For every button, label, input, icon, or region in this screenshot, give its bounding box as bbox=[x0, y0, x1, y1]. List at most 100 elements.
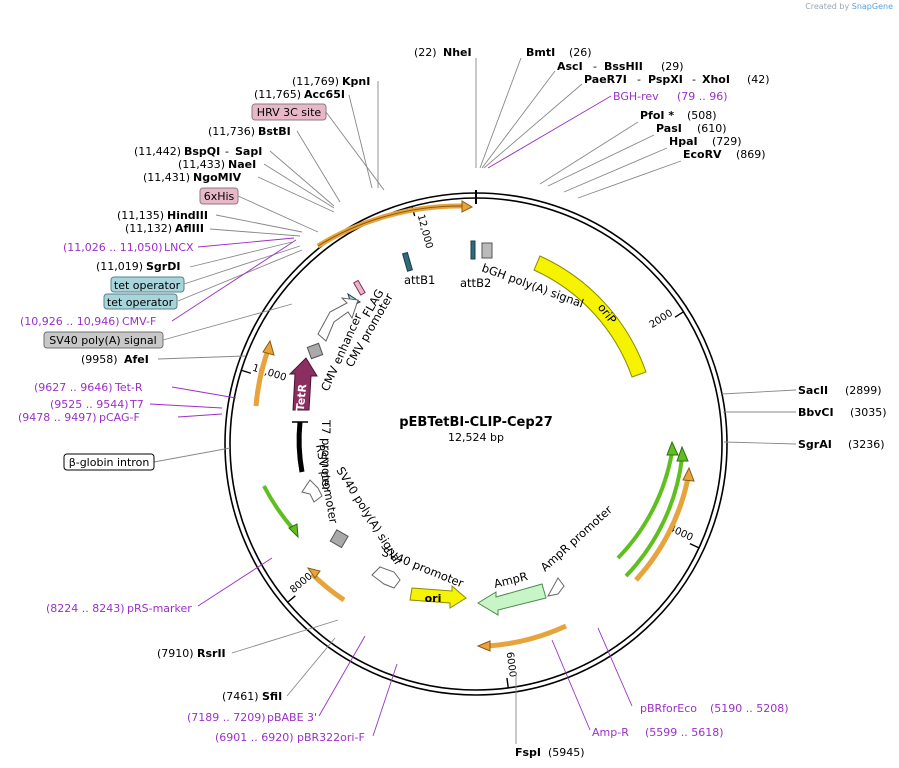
site-afliii[interactable]: AflIII bbox=[175, 222, 204, 235]
feature-ampr-promoter-label: AmpR promoter bbox=[538, 503, 615, 575]
site-naei[interactable]: NaeI bbox=[228, 158, 256, 171]
site-bspqi-sep: - bbox=[225, 145, 229, 158]
feature-attb1[interactable] bbox=[401, 251, 413, 272]
feature-attb2[interactable] bbox=[470, 240, 476, 260]
feature-green-right-2[interactable] bbox=[624, 457, 684, 578]
site-sfii-pos: (7461) bbox=[222, 690, 259, 703]
site-rsrii[interactable]: RsrII bbox=[197, 647, 226, 660]
sv40-polya-boxlabel: SV40 poly(A) signal bbox=[49, 334, 156, 347]
primer-cmv-f[interactable]: CMV-F bbox=[122, 315, 156, 328]
feature-his-mark[interactable] bbox=[353, 279, 366, 296]
feature-tetr[interactable] bbox=[288, 357, 318, 411]
site-bbvci[interactable]: BbvCI bbox=[798, 406, 834, 419]
feature-orange-bottomleft[interactable] bbox=[310, 572, 346, 603]
site-hindiii[interactable]: HindIII bbox=[167, 209, 208, 222]
site-nhei[interactable]: NheI bbox=[443, 46, 472, 59]
site-bsshii-pos: (29) bbox=[661, 60, 684, 73]
primer-pbr322ori-f-range: (6901 .. 6920) bbox=[215, 731, 294, 744]
tet-operator-box-2[interactable] bbox=[103, 293, 178, 310]
site-paer7i[interactable]: PaeR7I bbox=[584, 73, 627, 86]
primer-amp-r[interactable]: Amp-R bbox=[592, 726, 629, 739]
site-kpni-pos: (11,769) bbox=[292, 75, 339, 88]
primer-bgh-rev[interactable]: BGH-rev bbox=[613, 90, 659, 103]
site-bsshii[interactable]: BssHII bbox=[604, 60, 643, 73]
site-xhoi[interactable]: XhoI bbox=[702, 73, 730, 86]
site-bstbi[interactable]: BstBI bbox=[258, 125, 291, 138]
site-leader-line bbox=[231, 619, 339, 654]
primer-pbrforeco-range: (5190 .. 5208) bbox=[710, 702, 789, 715]
primer-leader-line bbox=[597, 627, 633, 707]
primer-pbr322ori-f[interactable]: pBR322ori-F bbox=[297, 731, 365, 744]
site-hpai[interactable]: HpaI bbox=[669, 135, 698, 148]
site-ngomiv[interactable]: NgoMIV bbox=[193, 171, 242, 184]
feature-green-left-1[interactable] bbox=[262, 485, 296, 532]
site-sgrdi-pos: (11,019) bbox=[96, 260, 143, 273]
feature-orip[interactable] bbox=[533, 255, 647, 378]
boxed-labels: HRV 3C site 6xHis tet operator tet opera… bbox=[43, 103, 327, 471]
site-pasi[interactable]: PasI bbox=[656, 122, 682, 135]
tet-operator-box-1[interactable] bbox=[110, 276, 185, 293]
site-kpni[interactable]: KpnI bbox=[342, 75, 370, 88]
site-ecorv[interactable]: EcoRV bbox=[683, 148, 722, 161]
primer-amp-r-range: (5599 .. 5618) bbox=[645, 726, 724, 739]
primer-t7[interactable]: T7 bbox=[129, 398, 144, 411]
primer-leader-line bbox=[372, 663, 398, 737]
primer-lncx[interactable]: LNCX bbox=[164, 241, 194, 254]
feature-ori[interactable] bbox=[409, 584, 467, 609]
tick-mark bbox=[674, 311, 684, 318]
site-pspxi[interactable]: PspXI bbox=[648, 73, 683, 86]
primer-pbabe3-range: (7189 .. 7209) bbox=[187, 711, 266, 724]
site-sfii[interactable]: SfiI bbox=[262, 690, 282, 703]
site-asci[interactable]: AscI bbox=[557, 60, 583, 73]
feature-cmv-box[interactable] bbox=[306, 342, 324, 360]
tick-mark bbox=[241, 369, 252, 374]
feature-sv40p-arrow[interactable] bbox=[371, 566, 401, 589]
primer-prs-marker[interactable]: pRS-marker bbox=[127, 602, 192, 615]
feature-orange-top[interactable] bbox=[317, 205, 463, 247]
site-leader-line bbox=[263, 163, 335, 209]
feature-rsv-label: RSV promoter bbox=[313, 443, 341, 525]
site-sgrai[interactable]: SgrAI bbox=[798, 438, 832, 451]
primer-leader-line bbox=[487, 95, 612, 169]
feature-black-bar[interactable] bbox=[296, 421, 305, 473]
site-pfoi[interactable]: PfoI * bbox=[640, 109, 674, 122]
primer-pbabe3[interactable]: pBABE 3' bbox=[267, 711, 317, 724]
site-bspqi[interactable]: BspQI bbox=[184, 145, 220, 158]
beta-globin-box[interactable] bbox=[63, 453, 155, 471]
feature-ampr-promoter[interactable] bbox=[547, 577, 565, 597]
his-tag-box[interactable] bbox=[199, 187, 239, 205]
site-rsrii-pos: (7910) bbox=[157, 647, 194, 660]
primer-leader-line bbox=[171, 386, 237, 399]
feature-orange-bottomleft-head bbox=[306, 567, 321, 579]
site-acc65i[interactable]: Acc65I bbox=[304, 88, 345, 101]
hrv3c-box[interactable] bbox=[251, 103, 327, 121]
feature-bgh-box[interactable] bbox=[481, 242, 493, 259]
beta-globin-label: β-globin intron bbox=[69, 456, 150, 469]
site-fspi[interactable]: FspI bbox=[515, 746, 541, 759]
feature-rsv-arrow[interactable] bbox=[301, 479, 323, 503]
tick-mark bbox=[689, 543, 700, 549]
sv40-polya-box[interactable] bbox=[43, 331, 164, 349]
site-sacii[interactable]: SacII bbox=[798, 384, 828, 397]
site-leader-line bbox=[257, 176, 335, 213]
feature-ampr[interactable] bbox=[477, 583, 547, 616]
feature-orange-right[interactable] bbox=[634, 477, 691, 582]
feature-green-left-1-head bbox=[288, 523, 299, 539]
feature-orange-bottom[interactable] bbox=[487, 623, 568, 649]
feature-orange-left-head bbox=[262, 339, 275, 356]
feature-cmv-arrow[interactable] bbox=[317, 297, 359, 342]
site-bmti[interactable]: BmtI bbox=[526, 46, 555, 59]
brand-credit: Created by SnapGene bbox=[805, 2, 893, 11]
site-afei[interactable]: AfeI bbox=[124, 353, 149, 366]
site-sgrdi[interactable]: SgrDI bbox=[146, 260, 180, 273]
primer-tet-r[interactable]: Tet-R bbox=[114, 381, 143, 394]
feature-green-right-1[interactable] bbox=[616, 451, 674, 560]
feature-attb1-label: attB1 bbox=[404, 273, 435, 287]
site-leader-line bbox=[577, 160, 682, 199]
site-group-right: SacII (2899) BbvCI (3035) SgrAI (3236) bbox=[798, 384, 887, 451]
primer-pbrforeco[interactable]: pBRforEco bbox=[640, 702, 697, 715]
feature-sv40pa-box[interactable] bbox=[329, 529, 349, 549]
site-sapi[interactable]: SapI bbox=[235, 145, 262, 158]
site-bmti-pos: (26) bbox=[569, 46, 592, 59]
primer-pcag-f[interactable]: pCAG-F bbox=[99, 411, 140, 424]
